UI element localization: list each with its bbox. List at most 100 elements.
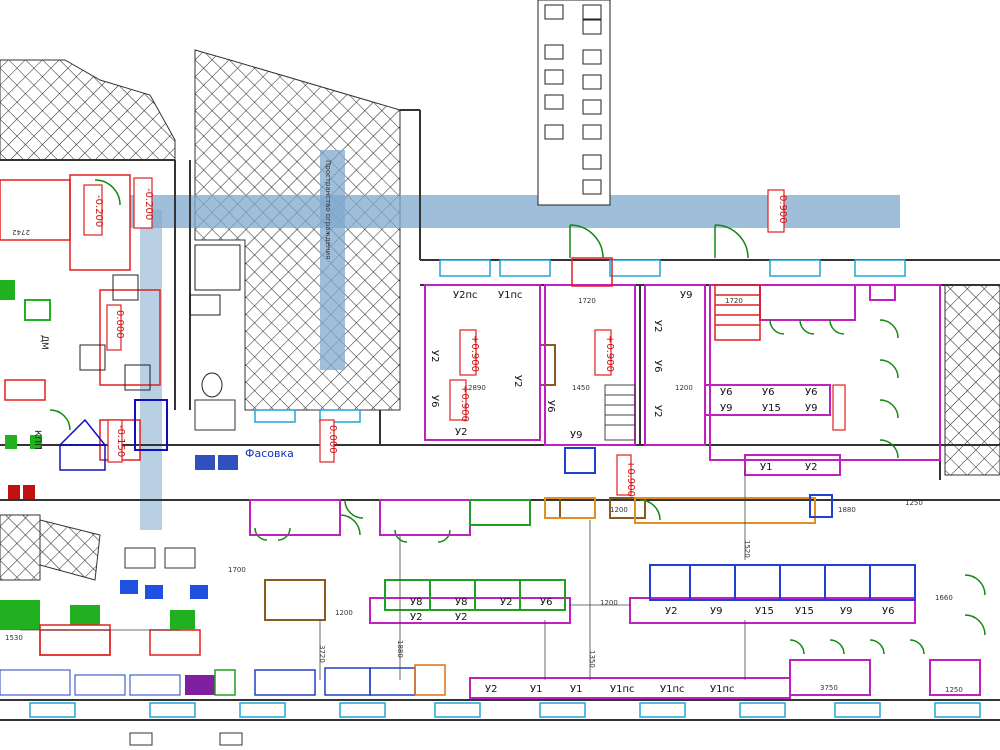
hatched-zone-right <box>944 284 1000 476</box>
level-label: -0.200 <box>143 188 154 220</box>
dimension-labels: 2742 1720 2890 1450 1200 1200 1720 1880 … <box>5 228 963 694</box>
hatched-zone-left <box>0 59 176 161</box>
equipment-code: У1пс <box>710 684 735 695</box>
lower-left-equipment <box>0 547 446 696</box>
equipment-code: У9 <box>710 606 722 617</box>
equipment-code: У1 <box>760 462 772 473</box>
dim-label: 1700 <box>228 566 246 574</box>
level-label: +0.900 <box>625 460 636 497</box>
equipment-code: У6 <box>762 387 774 398</box>
level-label: +0.900 <box>469 335 480 372</box>
dim-label: 1250 <box>945 686 963 694</box>
equipment-code: У2 <box>665 606 677 617</box>
equipment-code: У2 <box>652 405 663 417</box>
dim-label: 1200 <box>335 609 353 617</box>
level-label: 0.000 <box>114 310 125 339</box>
equipment-code: У15 <box>755 606 774 617</box>
level-label: 0.000 <box>327 425 338 454</box>
dimension-lines <box>20 470 746 680</box>
level-label: +0.900 <box>604 335 615 372</box>
room-label-kpp: КПП <box>32 430 42 450</box>
level-label: +0.900 <box>459 385 470 422</box>
equipment-code: У6 <box>805 387 817 398</box>
corridor-label: Пространство ограждения <box>324 160 332 259</box>
dim-label: 1880 <box>396 640 404 658</box>
level-label: 0.900 <box>777 195 788 224</box>
room-label-dm: ДМ <box>39 335 49 350</box>
equipment-code: У8 <box>410 597 422 608</box>
equipment-code: У2 <box>410 612 422 623</box>
corridor-vertical <box>320 150 345 370</box>
bottom-symbol <box>129 732 153 746</box>
equipment-code: У2 <box>512 375 523 387</box>
equipment-code: У6 <box>429 395 440 407</box>
corridor-vertical-2 <box>140 210 162 530</box>
dim-label: 1880 <box>838 506 856 514</box>
dim-label: 1520 <box>743 540 751 558</box>
dim-label: 1660 <box>935 594 953 602</box>
dim-label: 2742 <box>12 228 30 236</box>
door-swings <box>49 179 749 543</box>
equipment-code: У9 <box>570 430 582 441</box>
dim-label: 1250 <box>905 499 923 507</box>
dim-label: 1720 <box>725 297 743 305</box>
dim-label: 2890 <box>468 384 486 392</box>
level-labels: -0.200 -0.200 0.000 -0.150 0.000 +0.900 … <box>93 160 788 497</box>
dim-label: 3750 <box>820 684 838 692</box>
upper-room-outlines <box>249 284 981 699</box>
equipment-code: У9 <box>840 606 852 617</box>
equipment-code: У6 <box>540 597 552 608</box>
bottom-symbol <box>219 732 243 746</box>
dim-label: 1200 <box>675 384 693 392</box>
hatched-zone-lower-left <box>0 514 41 581</box>
equipment-code: У2 <box>500 597 512 608</box>
top-block-cells <box>544 4 602 195</box>
room-label-fasovka: Фасовка <box>245 447 294 460</box>
equipment-code: У2пс <box>453 290 478 301</box>
equipment-code: У6 <box>882 606 894 617</box>
equipment-code: У9 <box>720 403 732 414</box>
stairs <box>571 257 761 341</box>
equipment-code: У2 <box>652 320 663 332</box>
blue-shelving <box>564 447 916 601</box>
orange-tables <box>544 497 816 524</box>
equipment-code: У1пс <box>498 290 523 301</box>
left-rooms <box>0 174 201 656</box>
equipment-code: У2 <box>429 350 440 362</box>
dim-label: 1530 <box>5 634 23 642</box>
equipment-code: У1 <box>570 684 582 695</box>
equipment-code: У1пс <box>660 684 685 695</box>
dim-label: 1200 <box>610 506 628 514</box>
right-door-arcs <box>769 319 986 655</box>
dim-label: 1450 <box>572 384 590 392</box>
top-block <box>537 0 611 206</box>
equipment-code: У15 <box>795 606 814 617</box>
stairs-grey <box>604 384 636 441</box>
level-label: -0.150 <box>115 425 126 457</box>
dim-label: 1200 <box>600 599 618 607</box>
window-markers <box>29 259 981 718</box>
hatched-zone-center <box>194 49 401 411</box>
equipment-code: У6 <box>720 387 732 398</box>
level-label: -0.200 <box>93 195 104 227</box>
equipment-code: У15 <box>762 403 781 414</box>
equipment-code: У9 <box>805 403 817 414</box>
equipment-code: У9 <box>680 290 692 301</box>
equipment-code: У2 <box>455 612 467 623</box>
green-tables <box>384 499 566 611</box>
level-marker-boxes <box>83 177 846 496</box>
hatched-zone-ramp <box>39 519 101 581</box>
left-equipment <box>0 244 241 499</box>
equipment-code: У1 <box>530 684 542 695</box>
equipment-codes: У2пс У1пс У2 У6 У2 У6 У9 У6 У6 У6 У9 У15… <box>410 290 894 695</box>
equipment-code: У6 <box>652 360 663 372</box>
dim-label: 1720 <box>578 297 596 305</box>
equipment-code: У2 <box>805 462 817 473</box>
dim-label: 3720 <box>318 645 326 663</box>
equipment-code: У1пс <box>610 684 635 695</box>
equipment-code: У8 <box>455 597 467 608</box>
equipment-code: У2 <box>455 427 467 438</box>
equipment-code: У6 <box>545 400 556 412</box>
